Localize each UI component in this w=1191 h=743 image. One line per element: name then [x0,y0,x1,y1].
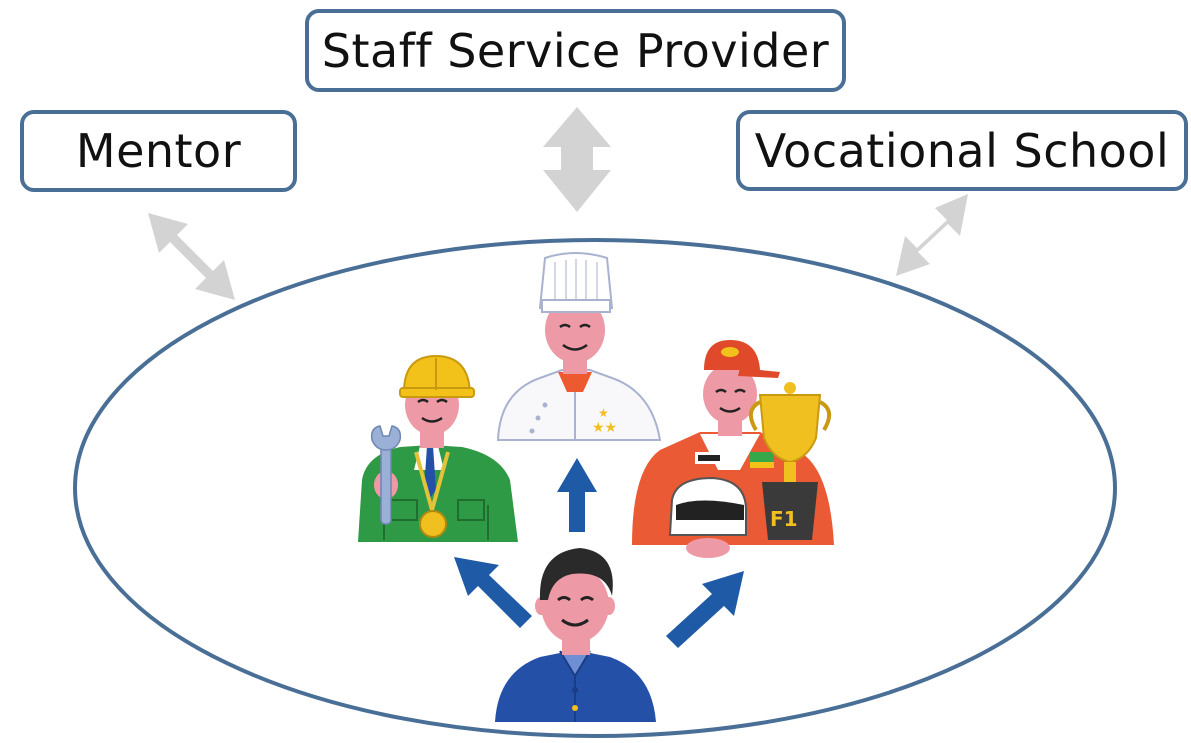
svg-text:★★: ★★ [592,420,617,436]
mentor-box: Mentor [20,110,297,192]
engineer-icon [358,354,518,542]
vocational-school-box: Vocational School [736,110,1188,191]
svg-text:F1: F1 [770,507,798,531]
arrow-to-chef [557,458,597,532]
chef-icon: ★★ ★ [496,252,662,441]
svg-text:★: ★ [598,406,609,420]
staff-service-provider-box: Staff Service Provider [305,9,846,92]
community-ellipse [73,238,1117,738]
staff-service-provider-label: Staff Service Provider [321,23,830,78]
mentor-connector-arrow [148,213,235,300]
school-connector-arrow [896,194,968,276]
arrow-to-engineer [454,557,532,628]
vocational-school-label: Vocational School [754,123,1170,178]
worker-icon [495,548,656,722]
staff-connector-arrow [543,107,611,212]
arrow-to-racer [666,571,744,648]
racer-icon: F1 [632,340,834,558]
mentor-label: Mentor [75,124,242,178]
